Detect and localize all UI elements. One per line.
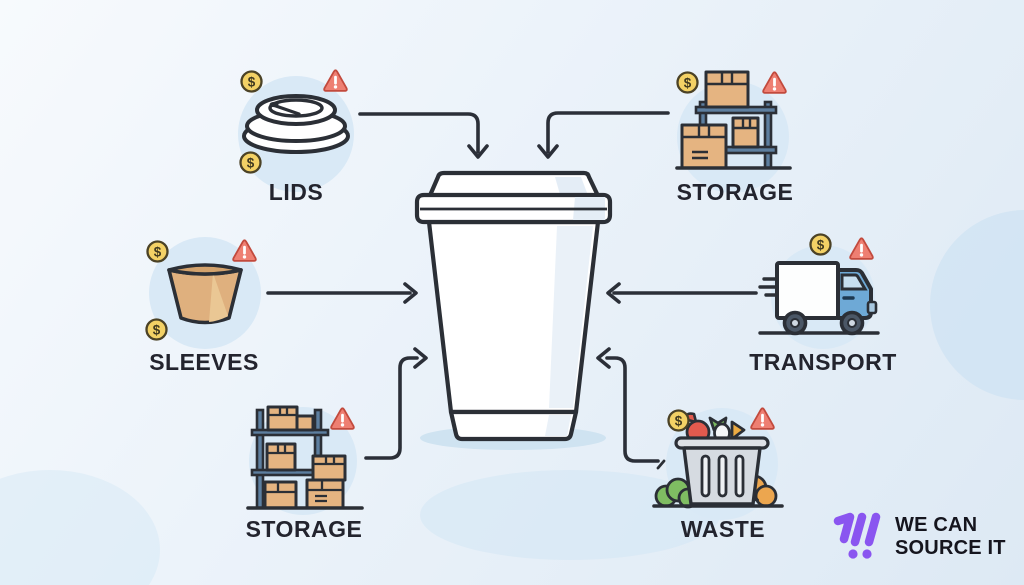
warning-icon	[232, 239, 257, 262]
brand-logo-line1: WE CAN	[895, 513, 978, 536]
warning-icon	[330, 407, 355, 430]
dollar-coin-icon: $	[676, 71, 699, 94]
svg-text:$: $	[684, 75, 692, 90]
dollar-coin-icon: $	[240, 70, 263, 93]
delivery-truck-icon	[758, 261, 880, 336]
svg-text:$: $	[247, 155, 255, 170]
brand-logo: WE CAN SOURCE IT	[831, 512, 1006, 562]
dollar-coin-icon: $	[239, 151, 262, 174]
brand-logo-text: WE CAN SOURCE IT	[895, 514, 1006, 560]
waste-label: WASTE	[680, 516, 766, 542]
lids-label: LIDS	[268, 179, 324, 205]
svg-text:$: $	[817, 237, 825, 252]
warning-icon	[762, 71, 787, 94]
sleeves-label: SLEEVES	[149, 349, 259, 375]
storage-shelf-icon	[675, 70, 792, 170]
warning-icon	[750, 407, 775, 430]
paper-cup-icon	[414, 170, 613, 450]
brand-logo-mark-icon	[833, 512, 881, 559]
dollar-coin-icon: $	[146, 240, 169, 263]
cup-lid-icon	[242, 94, 350, 154]
dollar-coin-icon: $	[667, 409, 690, 432]
warning-icon	[323, 69, 348, 92]
warning-icon	[849, 237, 874, 260]
svg-text:$: $	[248, 74, 256, 89]
transport-label: TRANSPORT	[749, 349, 897, 375]
svg-text:$: $	[675, 413, 683, 428]
waste-bin-icon	[652, 412, 784, 509]
svg-text:$: $	[153, 322, 161, 337]
storage-shelf-icon	[246, 405, 364, 510]
storage-bottom-label: STORAGE	[245, 516, 363, 542]
dollar-coin-icon: $	[145, 318, 168, 341]
storage-top-label: STORAGE	[676, 179, 794, 205]
svg-text:$: $	[154, 244, 162, 259]
cup-sleeve-icon	[167, 263, 243, 325]
dollar-coin-icon: $	[809, 233, 832, 256]
brand-logo-line2: SOURCE IT	[895, 537, 1006, 559]
